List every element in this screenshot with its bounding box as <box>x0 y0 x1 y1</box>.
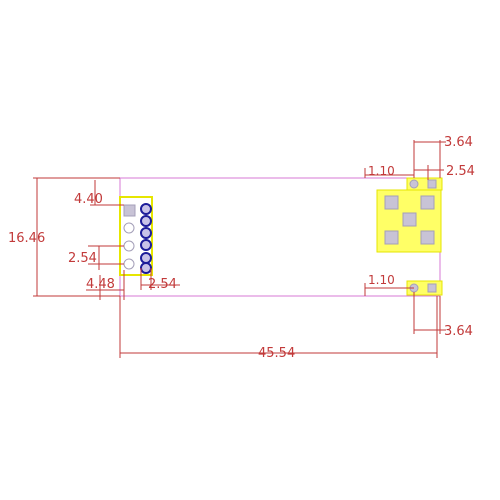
pin-pad <box>123 222 135 234</box>
dim-overall-height: 16.46 <box>8 177 120 297</box>
pin-pad <box>140 215 152 227</box>
dim-overall-width-label: 45.54 <box>258 346 295 361</box>
dim-left-pin-pitch: 2.54 <box>68 245 124 270</box>
header-pins-right-column <box>140 203 152 274</box>
module-pad <box>384 230 399 245</box>
header-pins-left-column <box>123 204 136 270</box>
dim-top-pad-spacing: 2.54 <box>414 164 475 180</box>
dim-left-pin-pitch-label: 2.54 <box>68 251 97 266</box>
dim-left-bottom-offset-label: 4.48 <box>86 277 115 292</box>
pin-pad <box>123 240 135 252</box>
pin-pad <box>140 227 152 239</box>
top-pad <box>427 179 437 189</box>
dim-bottom-pad-offset: 1.10 <box>364 273 414 296</box>
module-pad <box>384 195 399 210</box>
dim-bottom-pin-pitch: 2.54 <box>140 268 180 292</box>
dim-top-pad-offset-label: 1.10 <box>368 164 395 178</box>
top-pad <box>409 179 419 189</box>
dim-left-bottom-offset: 4.48 <box>86 270 125 300</box>
dim-top-pad-spacing-label: 2.54 <box>446 164 475 179</box>
module-pad <box>402 212 417 227</box>
dim-top-right-pitch-label: 3.64 <box>444 135 473 150</box>
dim-bottom-pad-offset-label: 1.10 <box>368 273 395 287</box>
module-pad <box>420 230 435 245</box>
pin-pad <box>140 252 152 264</box>
module-pads <box>384 195 435 245</box>
module-pad <box>420 195 435 210</box>
pin-pad <box>140 239 152 251</box>
dim-bottom-right-pitch-label: 3.64 <box>444 324 473 339</box>
pin-pad <box>140 262 152 274</box>
pin-pad <box>140 203 152 215</box>
pin-pad <box>123 258 135 270</box>
dim-top-right-pitch: 3.64 <box>413 135 473 178</box>
dim-top-pad-offset: 1.10 <box>364 164 414 178</box>
dim-overall-width: 45.54 <box>119 296 438 361</box>
dim-overall-height-label: 16.46 <box>8 231 45 246</box>
dim-left-header-offset-label: 4.40 <box>74 192 103 207</box>
dim-bottom-pin-pitch-label: 2.54 <box>148 277 177 292</box>
dim-bottom-right-pitch: 3.64 <box>413 292 473 339</box>
dim-left-header-offset: 4.40 <box>74 180 124 207</box>
bottom-pad <box>427 283 437 293</box>
pin-square-pad <box>123 204 136 217</box>
header-silkscreen <box>119 196 153 276</box>
